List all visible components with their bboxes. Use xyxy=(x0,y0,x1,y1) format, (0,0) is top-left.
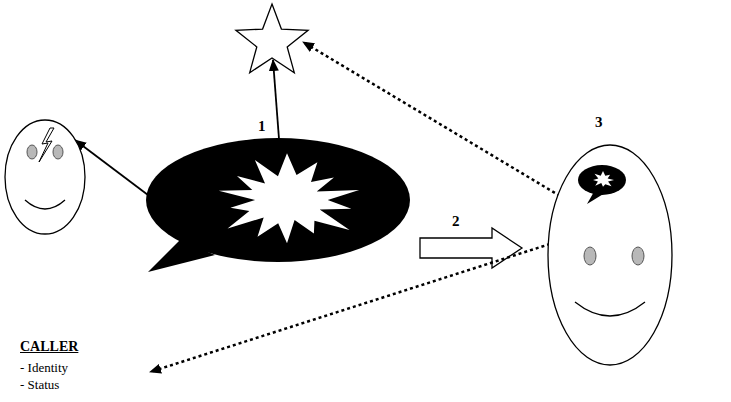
callout-number: 2 xyxy=(450,212,462,230)
eye xyxy=(27,145,37,159)
speech-bubble-outline xyxy=(140,112,415,274)
eye xyxy=(584,247,596,265)
listener-face-outline xyxy=(545,112,677,368)
node-heading: 1 xyxy=(258,118,266,135)
smile xyxy=(575,302,645,316)
small-starburst xyxy=(593,171,614,187)
thought-bubble xyxy=(578,165,626,195)
arrow-line xyxy=(75,140,148,195)
star-arrow xyxy=(273,60,279,139)
lightning-bolt xyxy=(39,128,54,162)
block-arrow xyxy=(420,228,522,268)
text-group: 3 xyxy=(595,114,603,131)
node-heading: 3 xyxy=(595,114,603,131)
node-text: - Identity xyxy=(20,359,78,376)
face-outline xyxy=(548,145,672,365)
starburst xyxy=(219,153,359,243)
eye xyxy=(632,247,644,265)
text-group: 1 xyxy=(258,118,266,135)
speech-bubble: 1 xyxy=(140,112,415,274)
caller-face: CALLER - Identity- Status xyxy=(3,112,150,397)
smile xyxy=(25,200,65,209)
bubble-body xyxy=(146,138,410,262)
node-text: - Status xyxy=(20,376,78,393)
caller-face-outline xyxy=(3,112,150,397)
face-outline xyxy=(5,120,85,234)
text-group: CALLER - Identity- Status xyxy=(20,338,78,393)
listener-face: 3 xyxy=(545,112,677,368)
node-heading: CALLER xyxy=(20,338,78,355)
eye xyxy=(53,145,63,159)
dotted-arrow xyxy=(150,244,550,372)
star-symbol xyxy=(236,4,308,73)
